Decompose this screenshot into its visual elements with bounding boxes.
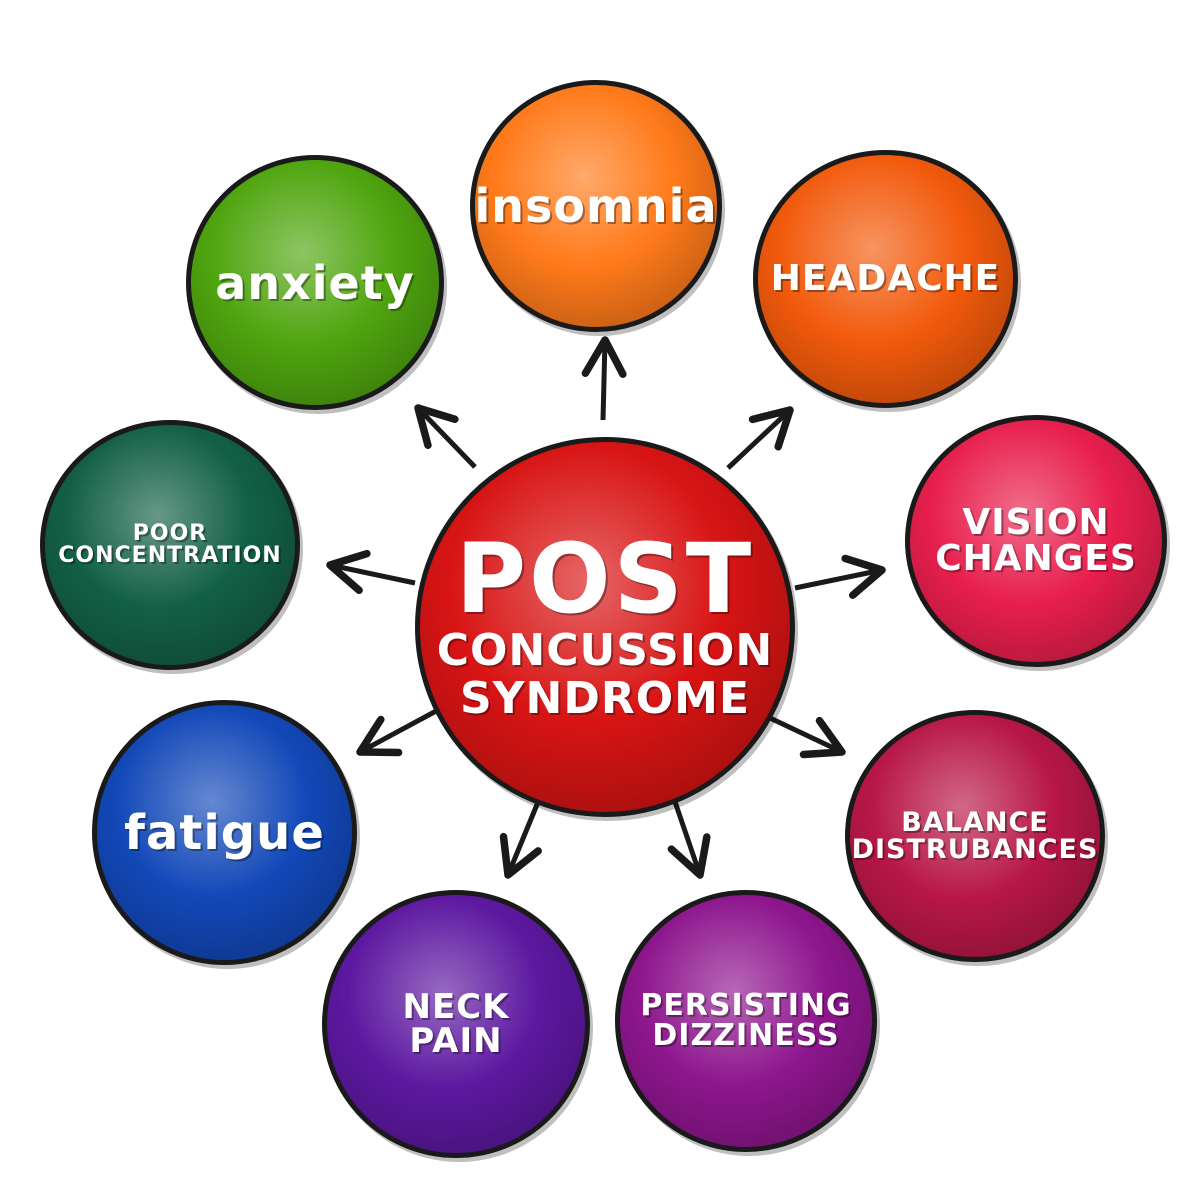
node-neck-pain: NECK PAIN <box>322 890 590 1158</box>
arrow-to-fatigue <box>356 707 440 757</box>
node-poor-concentration: POOR CONCENTRATION <box>40 420 300 670</box>
center-line3: SYNDROME <box>459 673 750 724</box>
node-label: HEADACHE <box>770 258 1001 299</box>
node-label: fatigue <box>124 804 325 861</box>
node-anxiety: anxiety <box>186 155 444 410</box>
node-label-line1: BALANCE <box>901 807 1049 838</box>
node-balance-distrubances: BALANCE DISTRUBANCES <box>845 710 1105 962</box>
center-node: POST CONCUSSION SYNDROME <box>415 437 795 817</box>
node-label-line2: PAIN <box>409 1021 503 1061</box>
node-label-line2: CHANGES <box>935 538 1137 579</box>
center-label: POST CONCUSSION SYNDROME <box>437 531 774 724</box>
node-headache: HEADACHE <box>753 150 1018 408</box>
arrow-to-headache <box>726 406 794 470</box>
node-label-line1: NECK <box>402 987 510 1027</box>
node-label-line1: PERSISTING <box>640 988 852 1023</box>
arrow-to-vision-changes <box>794 554 886 599</box>
node-label-line2: DISTRUBANCES <box>851 834 1099 865</box>
arrow-to-persisting-dizziness <box>667 792 711 879</box>
node-persisting-dizziness: PERSISTING DIZZINESS <box>615 890 877 1152</box>
arrow-to-anxiety <box>414 404 477 469</box>
node-label-line1: POOR <box>132 521 208 546</box>
node-label: anxiety <box>215 255 415 310</box>
center-title: POST <box>455 522 755 635</box>
node-vision-changes: VISION CHANGES <box>905 415 1167 667</box>
arrow-to-balance-distrubances <box>768 715 846 759</box>
arrow-to-poor-concentration <box>326 549 416 595</box>
node-label-line2: CONCENTRATION <box>58 543 282 568</box>
arrow-to-insomnia <box>581 336 627 421</box>
node-label-line2: DIZZINESS <box>652 1018 840 1053</box>
center-line2: CONCUSSION <box>436 624 774 676</box>
node-label-line1: VISION <box>962 502 1110 543</box>
node-insomnia: insomnia <box>470 80 722 332</box>
node-label: insomnia <box>474 179 718 233</box>
node-fatigue: fatigue <box>92 700 357 965</box>
